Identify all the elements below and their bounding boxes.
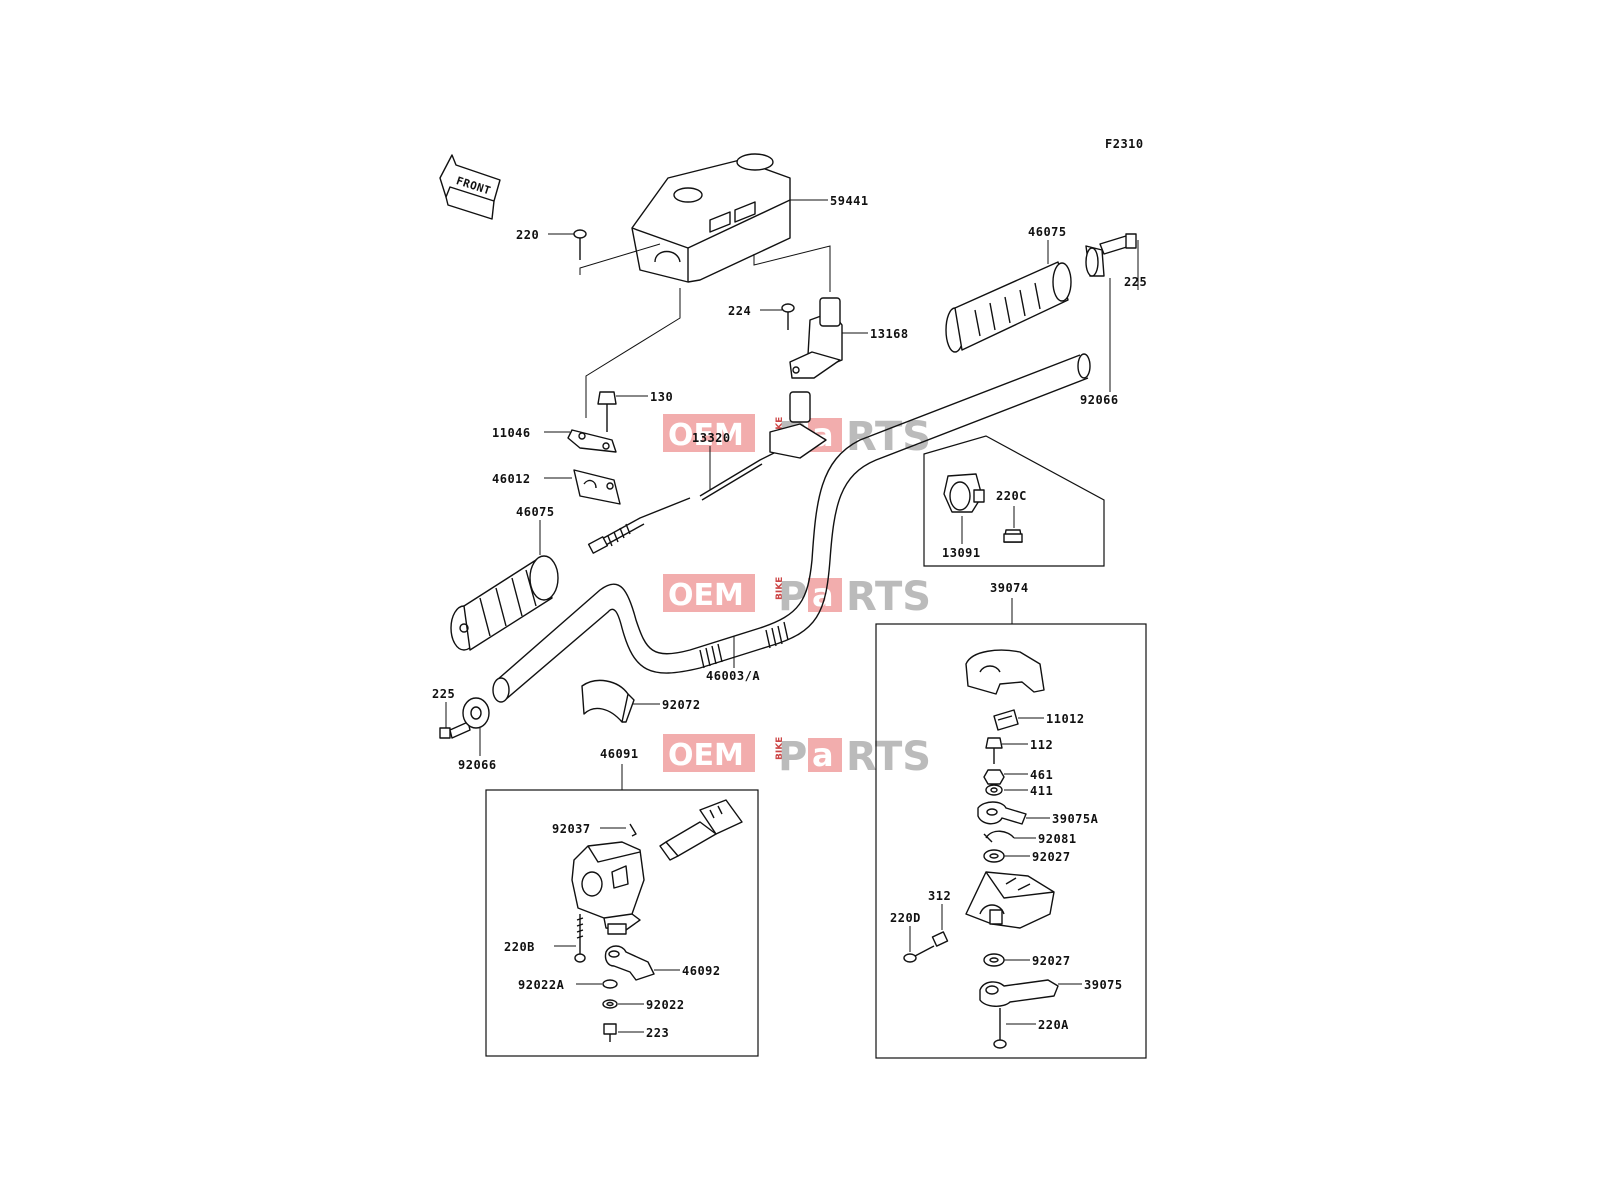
label-46075-left: 46075 [516, 505, 555, 519]
label-220: 220 [516, 228, 539, 242]
bolt-130[interactable] [597, 391, 617, 432]
label-411: 411 [1030, 784, 1053, 798]
lever-46092[interactable] [604, 945, 655, 981]
label-92022: 92022 [646, 998, 685, 1012]
svg-text:RTS: RTS [846, 414, 931, 460]
clip-92037[interactable] [629, 823, 637, 837]
grip-left[interactable] [450, 555, 559, 651]
cable-13320[interactable] [587, 391, 827, 554]
throttle-cover[interactable] [965, 649, 1045, 695]
screw-220b[interactable] [574, 914, 586, 963]
label-220b: 220B [504, 940, 535, 954]
svg-text:a: a [812, 736, 834, 774]
label-92022a: 92022A [518, 978, 565, 992]
cover-part[interactable] [631, 153, 791, 283]
label-11012: 11012 [1046, 712, 1085, 726]
label-220a: 220A [1038, 1018, 1069, 1032]
lever-39075[interactable] [979, 979, 1059, 1007]
end-weight-left[interactable] [462, 697, 490, 729]
end-weight-right[interactable] [1085, 245, 1105, 277]
svg-text:BIKE: BIKE [775, 737, 785, 760]
washer-411[interactable] [985, 784, 1003, 796]
screw-220[interactable] [573, 229, 587, 260]
handlebar[interactable] [492, 353, 1091, 703]
label-46012: 46012 [492, 472, 531, 486]
figure-code: F2310 [1105, 137, 1144, 151]
plate-11012[interactable] [993, 709, 1019, 731]
nut-461[interactable] [983, 769, 1005, 785]
label-46003a: 46003/A [706, 669, 760, 683]
label-92081: 92081 [1038, 832, 1077, 846]
switch-housing[interactable] [571, 841, 645, 935]
throttle-case-box [875, 623, 1147, 1059]
label-13091: 13091 [942, 546, 981, 560]
screw-224[interactable] [781, 303, 795, 330]
grip-right[interactable] [945, 261, 1072, 353]
svg-text:BIKE: BIKE [775, 417, 785, 440]
label-13320: 13320 [692, 431, 731, 445]
label-39075a: 39075A [1052, 812, 1099, 826]
label-225-left: 225 [432, 687, 455, 701]
watermark-1: OEM BIKE P a RTS [663, 414, 931, 460]
washer-92022a[interactable] [602, 979, 618, 989]
svg-text:OEM: OEM [668, 738, 744, 773]
lever-39075a[interactable] [977, 801, 1027, 825]
svg-text:P: P [778, 734, 807, 780]
label-39074: 39074 [990, 581, 1029, 595]
label-46092: 46092 [682, 964, 721, 978]
screw-223[interactable] [603, 1023, 617, 1042]
label-46091: 46091 [600, 747, 639, 761]
label-112: 112 [1030, 738, 1053, 752]
label-130: 130 [650, 390, 673, 404]
watermark-3: OEM BIKE P a RTS [663, 734, 931, 780]
bolt-225-right[interactable] [1099, 233, 1137, 255]
bracket-220c[interactable] [1003, 529, 1023, 543]
svg-text:OEM: OEM [668, 578, 744, 613]
svg-text:RTS: RTS [846, 734, 931, 780]
lever-13091[interactable] [943, 473, 985, 513]
washer-92027-bottom[interactable] [983, 953, 1005, 967]
spring-92081[interactable] [983, 830, 1015, 843]
washer-92027-top[interactable] [983, 849, 1005, 863]
label-11046: 11046 [492, 426, 531, 440]
connector[interactable] [659, 799, 743, 861]
label-59441: 59441 [830, 194, 869, 208]
label-39075: 39075 [1084, 978, 1123, 992]
band-92072[interactable] [581, 679, 635, 723]
label-46075-right: 46075 [1028, 225, 1067, 239]
label-92066-right: 92066 [1080, 393, 1119, 407]
label-92066-left: 92066 [458, 758, 497, 772]
label-224: 224 [728, 304, 751, 318]
svg-text:a: a [812, 576, 834, 614]
switch-13168[interactable] [789, 297, 843, 379]
bracket-box [923, 435, 1105, 567]
label-225-right: 225 [1124, 275, 1147, 289]
bolt-225-left[interactable] [439, 721, 471, 739]
label-223: 223 [646, 1026, 669, 1040]
svg-text:OEM: OEM [668, 418, 744, 453]
label-92027-bottom: 92027 [1032, 954, 1071, 968]
washer-92022[interactable] [602, 999, 618, 1009]
label-92037: 92037 [552, 822, 591, 836]
label-312: 312 [928, 889, 951, 903]
screw-220d[interactable] [903, 945, 935, 963]
holder-46012[interactable] [573, 469, 621, 505]
throttle-housing[interactable] [965, 871, 1055, 929]
label-92072: 92072 [662, 698, 701, 712]
label-13168: 13168 [870, 327, 909, 341]
label-92027-top: 92027 [1032, 850, 1071, 864]
label-461: 461 [1030, 768, 1053, 782]
bolt-112[interactable] [985, 737, 1003, 764]
label-220c: 220C [996, 489, 1027, 503]
label-220d: 220D [890, 911, 921, 925]
svg-text:RTS: RTS [846, 574, 931, 620]
holder-11046[interactable] [567, 429, 617, 453]
svg-text:BIKE: BIKE [775, 577, 785, 600]
screw-220a[interactable] [993, 1008, 1007, 1049]
front-arrow-icon: FRONT [439, 154, 501, 220]
screw-312[interactable] [931, 931, 949, 947]
watermark-2: OEM BIKE P a RTS [663, 574, 931, 620]
